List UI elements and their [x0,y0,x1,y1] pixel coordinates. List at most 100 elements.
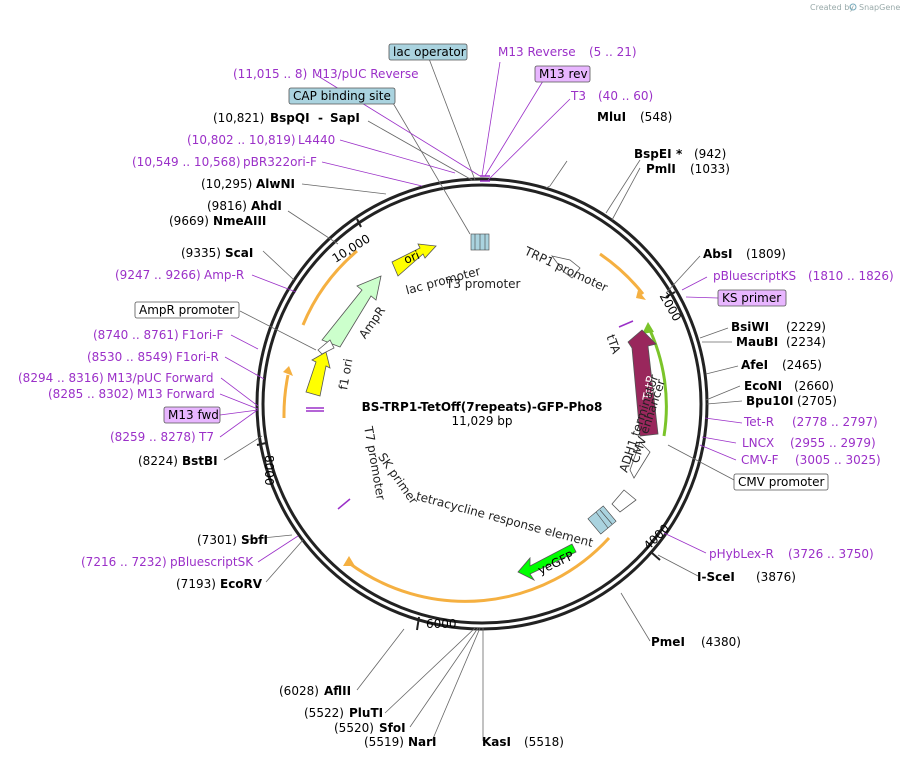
svg-text:(942): (942) [694,147,726,161]
m13-rev-box: M13 rev [534,65,591,83]
svg-text:(8740 .. 8761): (8740 .. 8761) [93,328,179,342]
svg-text:L4440: L4440 [298,133,335,147]
svg-text:(3005 .. 3025): (3005 .. 3025) [795,453,881,467]
site-pmli: PmlI (1033) [646,162,730,176]
svg-text:(8294 .. 8316): (8294 .. 8316) [18,371,104,385]
svg-text:(10,549 .. 10,568): (10,549 .. 10,568) [132,155,241,169]
svg-text:ScaI: ScaI [225,246,253,260]
svg-text:(7193): (7193) [176,577,216,591]
primer-tet-r: Tet-R (2778 .. 2797) [743,415,878,429]
svg-text:AhdI: AhdI [251,199,282,213]
plasmid-name: BS-TRP1-TetOff(7repeats)-GFP-Pho8 [362,400,603,414]
site-bpu10i: Bpu10I (2705) [746,394,837,408]
svg-text:M13 fwd: M13 fwd [168,408,219,422]
svg-text:lac operator: lac operator [393,45,466,59]
svg-text:pBR322ori-F: pBR322ori-F [243,155,317,169]
tick-8000: 8000 [262,455,276,486]
site-sfoi: (5520) SfoI [334,721,406,735]
svg-text:M13 Forward: M13 Forward [137,387,215,401]
svg-text:(2955 .. 2979): (2955 .. 2979) [790,436,876,450]
svg-text:(2229): (2229) [786,320,826,334]
site-bsiwi: BsiWI (2229) [731,320,826,334]
snapgene-logo: SnapGene [849,3,900,12]
svg-text:CMV-F: CMV-F [741,453,779,467]
svg-text:(5 .. 21): (5 .. 21) [589,45,637,59]
svg-text:F1ori-F: F1ori-F [182,328,223,342]
site-iscei: I-SceI (3876) [697,570,796,584]
svg-text:Amp-R: Amp-R [204,268,244,282]
svg-text:pHybLex-R: pHybLex-R [709,547,774,561]
svg-text:(3876): (3876) [756,570,796,584]
ampr-promoter-box: AmpR promoter [134,301,240,319]
ori-label: ori [402,248,422,267]
svg-text:M13/pUC Forward: M13/pUC Forward [107,371,214,385]
svg-text:pBluescriptSK: pBluescriptSK [170,555,254,569]
svg-text:AmpR promoter: AmpR promoter [139,303,234,317]
svg-text:EcoRV: EcoRV [220,577,263,591]
svg-text:(2778 .. 2797): (2778 .. 2797) [792,415,878,429]
plasmid-size: 11,029 bp [451,414,512,428]
svg-text:SapI: SapI [330,111,360,125]
svg-text:AbsI: AbsI [703,247,732,261]
yegfp-feature [517,543,577,582]
site-afei: AfeI (2465) [741,358,822,372]
primer-f1ori-f: (8740 .. 8761) F1ori-F [93,328,223,342]
svg-text:(11,015 .. 8): (11,015 .. 8) [233,67,307,81]
svg-text:MauBI: MauBI [736,335,778,349]
tick-marks [256,218,676,631]
site-ecorv: (7193) EcoRV [176,577,263,591]
orf-arrow-2 [343,556,355,566]
site-maubi: MauBI (2234) [736,335,826,349]
svg-text:(548): (548) [640,110,672,124]
primer-amp-r: (9247 .. 9266) Amp-R [115,268,244,282]
svg-text:(3726 .. 3750): (3726 .. 3750) [788,547,874,561]
svg-text:SfoI: SfoI [379,721,406,735]
primer-cmv-f: CMV-F (3005 .. 3025) [741,453,881,467]
primer-m13puc-forward: (8294 .. 8316) M13/pUC Forward [18,371,214,385]
cmv-promoter-box: CMV promoter [733,473,829,491]
svg-text:(8530 .. 8549): (8530 .. 8549) [87,350,173,364]
svg-text:(2234): (2234) [786,335,826,349]
svg-text:M13/pUC Reverse: M13/pUC Reverse [312,67,419,81]
primer-t7: (8259 .. 8278) T7 [110,430,214,444]
svg-text:Bpu10I: Bpu10I [746,394,793,408]
svg-text:BspEI: BspEI [634,147,672,161]
primer-t3: T3 (40 .. 60) [570,89,653,103]
svg-text:PmeI: PmeI [651,635,685,649]
svg-text:*: * [676,147,683,161]
tetr-feature [627,329,659,437]
svg-text:I-SceI: I-SceI [697,570,735,584]
svg-text:(5518): (5518) [524,735,564,749]
svg-text:PmlI: PmlI [646,162,676,176]
site-alwni: (10,295) AlwNI [201,177,295,191]
svg-text:(1810 .. 1826): (1810 .. 1826) [808,269,894,283]
credit-text: Created by [810,3,854,12]
svg-text:(40 .. 60): (40 .. 60) [598,89,653,103]
svg-text:T7: T7 [198,430,214,444]
primer-pbr322ori-f: (10,549 .. 10,568) pBR322ori-F [132,155,317,169]
svg-text:(1809): (1809) [746,247,786,261]
svg-text:(9669): (9669) [169,214,209,228]
leader-lines [219,55,743,742]
site-ahdi: (9816) AhdI [207,199,282,213]
site-scai: (9335) ScaI [181,246,253,260]
svg-text:(5522): (5522) [304,706,344,720]
svg-text:LNCX: LNCX [742,436,774,450]
f1ori-label: f1 ori [336,358,355,391]
svg-text:(6028): (6028) [279,684,319,698]
tta-label: tTA [603,333,623,357]
lac-operator-box: lac operator [388,43,468,61]
site-econi: EcoNI (2660) [744,379,834,393]
svg-text:NmeAIII: NmeAIII [213,214,266,228]
svg-text:PluTI: PluTI [349,706,383,720]
primer-phyblex-r: pHybLex-R (3726 .. 3750) [709,547,874,561]
site-bspei: BspEI * (942) [634,147,726,161]
svg-text:AflII: AflII [324,684,351,698]
svg-text:(2660): (2660) [794,379,834,393]
site-aflii: (6028) AflII [279,684,351,698]
brand-text: SnapGene [859,3,900,12]
svg-text:(9816): (9816) [207,199,247,213]
tick-10000: 10,000 [330,231,373,265]
trp1-promoter-feature [551,255,581,279]
